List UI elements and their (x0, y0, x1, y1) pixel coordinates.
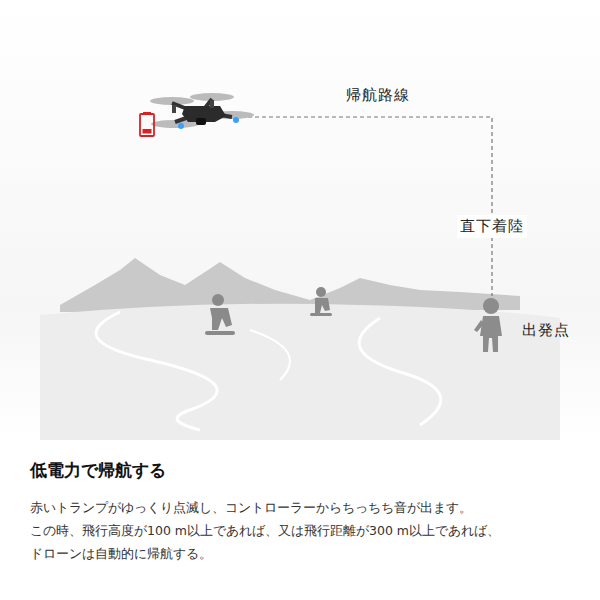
section-title: 低電力で帰航する (30, 459, 166, 482)
background (0, 0, 600, 440)
battery-icon (140, 112, 154, 136)
person (474, 298, 502, 352)
start-label: 出発点 (522, 321, 570, 340)
drone (150, 93, 254, 129)
landing-label: 直下着陸 (457, 215, 527, 238)
body-text: この時、飛行高度が100 m以上であれば、又は飛行距離が300 m以上であれば、 (30, 523, 500, 540)
track (250, 330, 290, 380)
slope (40, 304, 560, 440)
track (359, 318, 441, 425)
track (96, 312, 217, 430)
snowboarder (310, 287, 332, 316)
snowboarder (205, 294, 235, 335)
body-text: 赤いトランプがゆっくり点滅し、コントローラーからちっちち音が出ます。 (30, 500, 472, 517)
return-path (248, 117, 492, 296)
body-text: ドローンは自動的に帰航する。 (30, 546, 212, 563)
path-label: 帰航路線 (346, 86, 410, 105)
